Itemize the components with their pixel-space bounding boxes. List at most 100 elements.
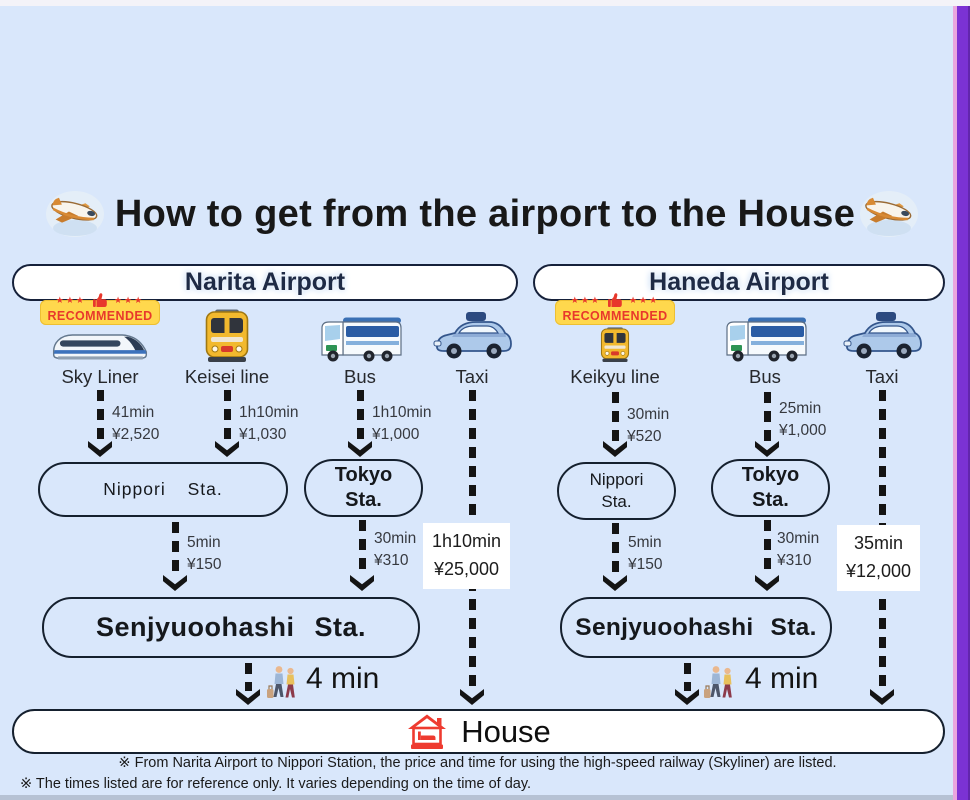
- right-edge-outer: [968, 6, 970, 800]
- taxi-icon: [433, 312, 512, 359]
- haneda-taxi-column: Taxi: [814, 300, 950, 388]
- tokyo-station-haneda: Tokyo Sta.: [711, 459, 830, 517]
- arrow-nippori-to-senjyu-haneda: [611, 523, 619, 576]
- narita-airport-header: Narita Airport: [12, 264, 518, 301]
- nippori-senjyu-leg-haneda: 5min ¥150: [628, 532, 662, 575]
- note-reference: ※ The times listed are for reference onl…: [20, 776, 532, 792]
- station-name-line2: Sta.: [345, 489, 382, 511]
- arrowhead: [236, 689, 260, 705]
- fare: ¥1,000: [372, 425, 420, 443]
- airplane-icon: [860, 191, 918, 237]
- time: 1h10min: [372, 404, 432, 421]
- arrowhead: [755, 441, 779, 457]
- taxi-label: Taxi: [455, 366, 489, 387]
- stars-icon: ★★★: [55, 295, 86, 305]
- station-name-line2: Sta.: [601, 492, 632, 511]
- house-label: House: [461, 713, 551, 749]
- taxi-price-narita: 1h10min ¥25,000: [423, 523, 511, 589]
- haneda-airport-header: Haneda Airport: [533, 264, 945, 301]
- time: 5min: [187, 534, 221, 551]
- arrow-nippori-to-senjyu-narita: [171, 522, 179, 576]
- keisei-leg-label: 1h10min ¥1,030: [239, 402, 298, 445]
- time: 35min: [854, 533, 904, 553]
- nippori-station-narita: Nippori Sta.: [38, 462, 288, 517]
- keikyu-leg-label: 30min ¥520: [627, 404, 669, 447]
- house-destination-bar: House: [12, 709, 945, 754]
- tokyo-senjyu-leg-narita: 30min ¥310: [374, 528, 416, 571]
- arrow-skyliner-to-nippori: [96, 390, 104, 442]
- arrow-tokyo-to-senjyu-narita: [358, 520, 366, 576]
- time: 25min: [779, 400, 822, 417]
- time: 5min: [628, 534, 662, 551]
- fare: ¥310: [777, 551, 812, 569]
- taxi-label: Taxi: [865, 366, 899, 387]
- arrowhead: [870, 689, 894, 705]
- haneda-bus-column: Bus: [697, 300, 833, 388]
- arrowhead: [755, 575, 779, 591]
- arrow-keikyu-to-nippori: [611, 392, 619, 442]
- skyliner-train-icon: [52, 334, 148, 360]
- skyliner-label: Sky Liner: [61, 366, 139, 387]
- top-edge: [0, 0, 970, 6]
- arrow-bus-to-tokyo-haneda: [763, 392, 771, 442]
- walking-people-icon: [704, 666, 732, 698]
- arrowhead: [348, 441, 372, 457]
- taxi-price-haneda: 35min ¥12,000: [837, 525, 921, 591]
- recommended-label: RECOMMENDED: [562, 309, 668, 323]
- arrowhead: [603, 441, 627, 457]
- recommended-label: RECOMMENDED: [47, 309, 153, 323]
- arrowhead: [88, 441, 112, 457]
- right-edge-pink: [953, 6, 957, 800]
- fare: ¥1,000: [779, 421, 827, 439]
- keisei-train-icon: [205, 309, 249, 362]
- station-name-line1: Tokyo: [741, 464, 800, 486]
- senjyuoohashi-station-narita: Senjyuoohashi Sta.: [42, 597, 420, 658]
- stars-icon: ★★★: [628, 295, 660, 305]
- arrow-bus-to-tokyo: [356, 390, 364, 442]
- senjyuoohashi-station-haneda: Senjyuoohashi Sta.: [560, 597, 832, 658]
- walk-time-haneda: 4 min: [745, 662, 819, 695]
- arrowhead: [460, 689, 484, 705]
- taxi-icon: [843, 312, 922, 359]
- arrowhead: [603, 575, 627, 591]
- skyliner-leg-label: 41min ¥2,520: [112, 402, 159, 445]
- walk-time-narita: 4 min: [306, 662, 380, 695]
- narita-skyliner-column: ★★★ ★★★ RECOMMENDED Sky Liner: [32, 293, 168, 388]
- stars-icon: ★★★: [113, 295, 145, 305]
- haneda-bus-leg-label: 25min ¥1,000: [779, 398, 826, 441]
- thumbs-up-icon: [92, 293, 107, 307]
- arrow-tokyo-to-senjyu-haneda: [763, 520, 771, 576]
- bus-label: Bus: [749, 366, 781, 387]
- station-name-line1: Nippori: [589, 469, 644, 489]
- narita-keisei-column: Keisei line: [159, 300, 295, 388]
- arrowhead: [163, 575, 187, 591]
- fare: ¥25,000: [433, 558, 500, 579]
- tokyo-senjyu-leg-haneda: 30min ¥310: [777, 528, 819, 571]
- airplane-icon: [46, 191, 104, 237]
- station-name: Senjyuoohashi Sta.: [95, 612, 367, 642]
- narita-taxi-column: Taxi: [404, 300, 540, 388]
- station-name-line2: Sta.: [752, 489, 789, 511]
- station-name-line1: Tokyo: [334, 464, 393, 486]
- arrow-keisei-to-nippori: [223, 390, 231, 442]
- arrowhead: [675, 689, 699, 705]
- fare: ¥150: [628, 555, 663, 573]
- keisei-label: Keisei line: [184, 366, 270, 387]
- station-name: Nippori Sta.: [103, 479, 223, 499]
- house-icon: [408, 714, 447, 749]
- arrow-senjyu-to-house-narita: [244, 663, 252, 691]
- time: 1h10min: [239, 404, 299, 421]
- right-edge-purple: [957, 6, 968, 800]
- nippori-senjyu-leg-narita: 5min ¥150: [187, 532, 221, 575]
- note-skyliner: ※ From Narita Airport to Nippori Station…: [118, 755, 837, 771]
- walking-people-icon: [267, 666, 295, 698]
- nippori-station-haneda: Nippori Sta.: [557, 462, 676, 520]
- fare: ¥520: [627, 427, 662, 445]
- bottom-edge: [0, 795, 955, 800]
- haneda-keikyu-column: ★★★ ★★★ RECOMMENDED Keikyu line: [547, 293, 683, 388]
- station-name: Senjyuoohashi Sta.: [575, 613, 817, 641]
- arrow-senjyu-to-house-haneda: [683, 663, 691, 691]
- time: 1h10min: [432, 531, 502, 551]
- time: 30min: [777, 530, 820, 547]
